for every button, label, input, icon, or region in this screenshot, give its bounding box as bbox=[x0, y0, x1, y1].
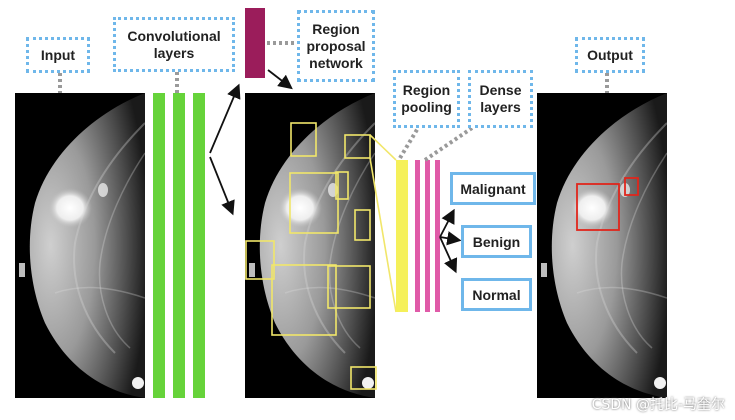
input-label: Input bbox=[26, 37, 90, 73]
arrow-to-proposals bbox=[209, 156, 235, 216]
region-box bbox=[271, 264, 337, 336]
output-label: Output bbox=[575, 37, 645, 73]
dense-layer bbox=[425, 160, 430, 312]
conv-layer-1 bbox=[153, 93, 165, 398]
output-mammogram bbox=[537, 93, 667, 398]
flow-arrows bbox=[209, 69, 462, 274]
conv-layers-label: Convolutional layers bbox=[113, 17, 235, 72]
region-pooling-label: Region pooling bbox=[393, 70, 460, 128]
rpn-label: Region proposal network bbox=[297, 10, 375, 82]
arrow-to-malignant bbox=[439, 208, 455, 238]
region-box bbox=[350, 366, 377, 390]
detections bbox=[576, 177, 639, 231]
projection-line bbox=[369, 157, 397, 313]
region-box bbox=[354, 209, 371, 241]
input-mammogram bbox=[15, 93, 145, 398]
class-malignant: Malignant bbox=[450, 172, 536, 205]
region-box bbox=[335, 171, 349, 200]
proposal-mammogram bbox=[243, 93, 377, 398]
region-box bbox=[289, 172, 339, 234]
region-box bbox=[327, 265, 371, 309]
rpn-block bbox=[245, 8, 265, 78]
arrow-to-normal bbox=[439, 236, 458, 274]
detection-box bbox=[624, 177, 639, 196]
class-benign: Benign bbox=[461, 225, 532, 258]
class-normal: Normal bbox=[461, 278, 532, 311]
dense-layers bbox=[415, 160, 440, 312]
watermark: CSDN @托比-马奎尔 bbox=[591, 397, 725, 413]
conv-layers bbox=[153, 93, 205, 398]
region-box bbox=[290, 122, 317, 157]
arrow-rpn-to-image bbox=[267, 69, 293, 90]
arrow-to-benign bbox=[439, 231, 462, 246]
conv-layer-2 bbox=[173, 93, 185, 398]
dense-layer bbox=[415, 160, 420, 312]
label-connectors bbox=[58, 41, 609, 162]
dense-layer bbox=[435, 160, 440, 312]
region-box bbox=[245, 240, 275, 280]
conv-layer-3 bbox=[193, 93, 205, 398]
pooling-layer bbox=[396, 160, 408, 312]
dense-layers-label: Dense layers bbox=[468, 70, 533, 128]
region-box bbox=[344, 134, 371, 159]
detection-box bbox=[576, 183, 620, 231]
region-proposals bbox=[245, 122, 377, 390]
projection-line bbox=[369, 134, 397, 161]
arrow-to-rpn bbox=[209, 83, 241, 154]
